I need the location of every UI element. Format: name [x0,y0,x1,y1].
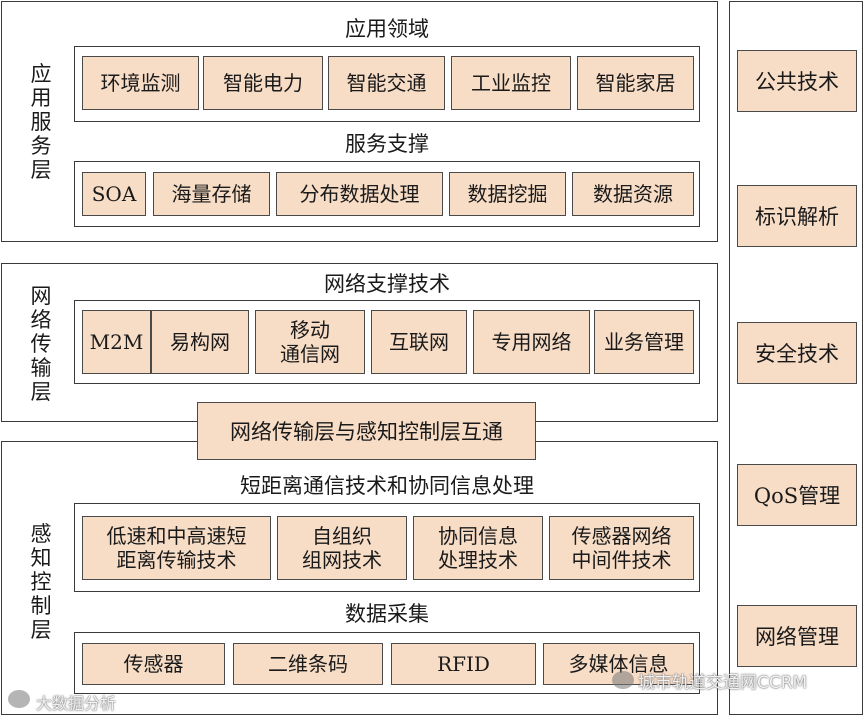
label-char: 务 [30,134,52,158]
label-char: 层 [30,618,52,642]
label-char: 控 [30,570,52,594]
collect-sensor: 传感器 [82,643,225,685]
watermark-left-text: 大数据分析 [36,694,117,713]
label-char: 知 [30,546,52,570]
network-business-mgmt: 业务管理 [594,310,694,374]
data-collection-title: 数据采集 [345,602,429,626]
network-mobile-comm: 移动 通信网 [255,310,365,374]
short-range-comm-title: 短距离通信技术和协同信息处理 [240,474,534,498]
comm-self-organizing: 自组织 组网技术 [277,516,407,580]
collect-qr-code: 二维条码 [233,643,383,685]
common-tech-network-mgmt: 网络管理 [737,605,857,667]
common-tech-identifier-resolution: 标识解析 [737,185,857,247]
network-heterogeneous: 易构网 [151,310,249,374]
service-support-title: 服务支撑 [345,132,429,156]
comm-collaborative-processing: 协同信息 处理技术 [413,516,543,580]
layer-interconnect-box-front: 网络传输层与感知控制层互通 [197,402,536,460]
watermark-right-text: 城市轨道交通网CCRM [638,673,808,693]
support-soa: SOA [82,172,146,216]
label-char: 层 [30,158,52,182]
common-tech-column [729,1,863,715]
field-smart-power: 智能电力 [203,56,323,110]
label-char: 层 [30,380,52,404]
comm-sensor-middleware: 传感器网络 中间件技术 [549,516,694,580]
application-fields-title: 应用领域 [345,17,429,41]
common-tech-qos: QoS管理 [737,464,857,526]
label-char: 络 [30,308,52,332]
common-tech-public: 公共技术 [737,50,857,112]
application-layer-label: 应 用 服 务 层 [28,62,54,182]
collect-rfid: RFID [391,643,536,685]
support-data-resources: 数据资源 [572,172,694,216]
network-support-title: 网络支撑技术 [324,272,450,296]
network-m2m: M2M [82,310,151,374]
field-industrial-monitoring: 工业监控 [451,56,571,110]
network-layer-label: 网 络 传 输 层 [28,284,54,404]
label-char: 用 [30,86,52,110]
label-char: 感 [30,522,52,546]
label-char: 服 [30,110,52,134]
support-data-mining: 数据挖掘 [449,172,566,216]
watermark-right-icon [612,671,634,689]
field-smart-traffic: 智能交通 [328,56,445,110]
support-mass-storage: 海量存储 [153,172,270,216]
field-environment-monitoring: 环境监测 [82,56,199,110]
label-char: 制 [30,594,52,618]
label-char: 传 [30,332,52,356]
label-char: 输 [30,356,52,380]
network-private: 专用网络 [473,310,590,374]
sensing-layer-label: 感 知 控 制 层 [28,522,54,642]
field-smart-home: 智能家居 [577,56,694,110]
network-internet: 互联网 [371,310,467,374]
common-tech-security: 安全技术 [737,322,857,384]
label-char: 应 [30,62,52,86]
comm-transmission-tech: 低速和中高速短 距离传输技术 [82,516,271,580]
watermark-left-icon [8,690,30,708]
support-distributed-processing: 分布数据处理 [276,172,443,216]
label-char: 网 [30,284,52,308]
